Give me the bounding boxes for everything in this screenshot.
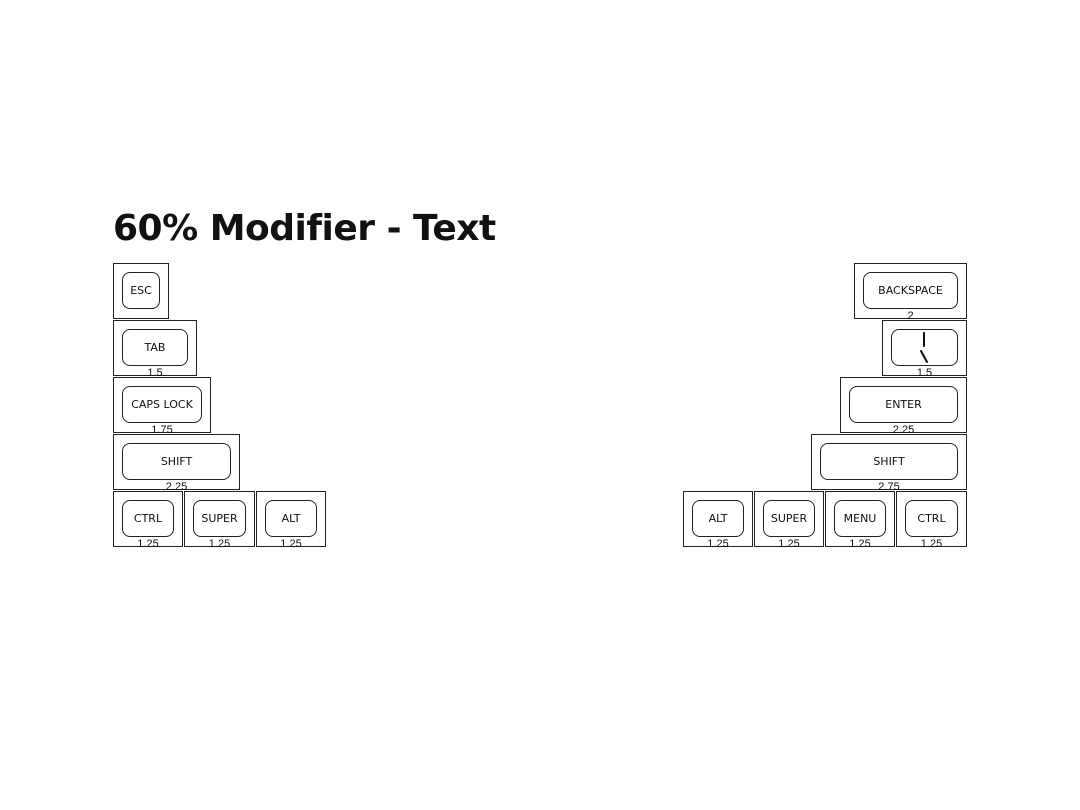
key-backspace: BACKSPACE 2 (854, 263, 967, 322)
keycap-top: SUPER (763, 500, 815, 537)
key-ctrl-right: CTRL 1.25 (896, 491, 967, 550)
keycap-top: TAB (122, 329, 188, 366)
key-size-label: 2 (907, 310, 914, 322)
key-legend: ENTER (885, 398, 922, 411)
key-menu: MENU 1.25 (825, 491, 895, 550)
keycap-top: SUPER (193, 500, 246, 537)
key-legend: MENU (843, 512, 877, 525)
key-shift-left: SHIFT 2.25 (113, 434, 240, 493)
key-size-label: 1.25 (849, 538, 871, 550)
key-legend: ESC (130, 284, 152, 297)
keycap-top: SHIFT (820, 443, 958, 480)
key-tab: TAB 1.5 (113, 320, 197, 379)
key-legend: TAB (144, 341, 166, 354)
key-size-label: 1.25 (280, 538, 302, 550)
keycap-top (891, 329, 958, 366)
key-size-label: 2.75 (878, 481, 900, 493)
key-shift-right: SHIFT 2.75 (811, 434, 967, 493)
key-legend: ALT (708, 512, 728, 525)
key-enter: ENTER 2.25 (840, 377, 967, 436)
key-size-label: 1.5 (916, 367, 933, 379)
key-size-label: 1.25 (707, 538, 729, 550)
key-size-label: 1.25 (208, 538, 231, 550)
page-title: 60% Modifier - Text (113, 208, 496, 249)
key-super-left: SUPER 1.25 (184, 491, 255, 550)
keycap-top: ENTER (849, 386, 958, 423)
key-legend: CAPS LOCK (131, 398, 193, 411)
key-size-label: 1.25 (137, 538, 159, 550)
key-legend: CTRL (133, 512, 163, 525)
key-legend: SHIFT (160, 455, 193, 468)
keycap-top: CTRL (122, 500, 174, 537)
key-legend: ALT (281, 512, 301, 525)
key-caps-lock: CAPS LOCK 1.75 (113, 377, 211, 436)
key-legend: SUPER (770, 512, 808, 525)
key-size-label: 1.75 (151, 424, 173, 436)
key-size-label: 2.25 (892, 424, 915, 436)
keycap-top: MENU (834, 500, 886, 537)
keycap-top: SHIFT (122, 443, 231, 480)
keycap-top: ESC (122, 272, 160, 309)
keycap-top: CAPS LOCK (122, 386, 202, 423)
key-super-right: SUPER 1.25 (754, 491, 824, 550)
keycap-top: ALT (265, 500, 317, 537)
key-size-label: 1.5 (147, 367, 163, 379)
key-ctrl-left: CTRL 1.25 (113, 491, 183, 550)
keycap-top: CTRL (905, 500, 958, 537)
key-legend: SUPER (201, 512, 238, 525)
key-backslash: 1.5 (882, 320, 967, 379)
keycap-top: BACKSPACE (863, 272, 958, 309)
key-alt-right: ALT 1.25 (683, 491, 753, 550)
key-legend: SHIFT (873, 455, 905, 468)
backslash-pipe-icon (919, 331, 928, 363)
key-alt-left: ALT 1.25 (256, 491, 326, 550)
key-size-label: 2.25 (165, 481, 188, 493)
key-legend: BACKSPACE (878, 284, 943, 297)
key-size-label: 1.25 (778, 538, 800, 550)
key-esc: ESC (113, 263, 169, 319)
keycap-top: ALT (692, 500, 744, 537)
key-legend: CTRL (917, 512, 946, 525)
key-size-label: 1.25 (920, 538, 943, 550)
